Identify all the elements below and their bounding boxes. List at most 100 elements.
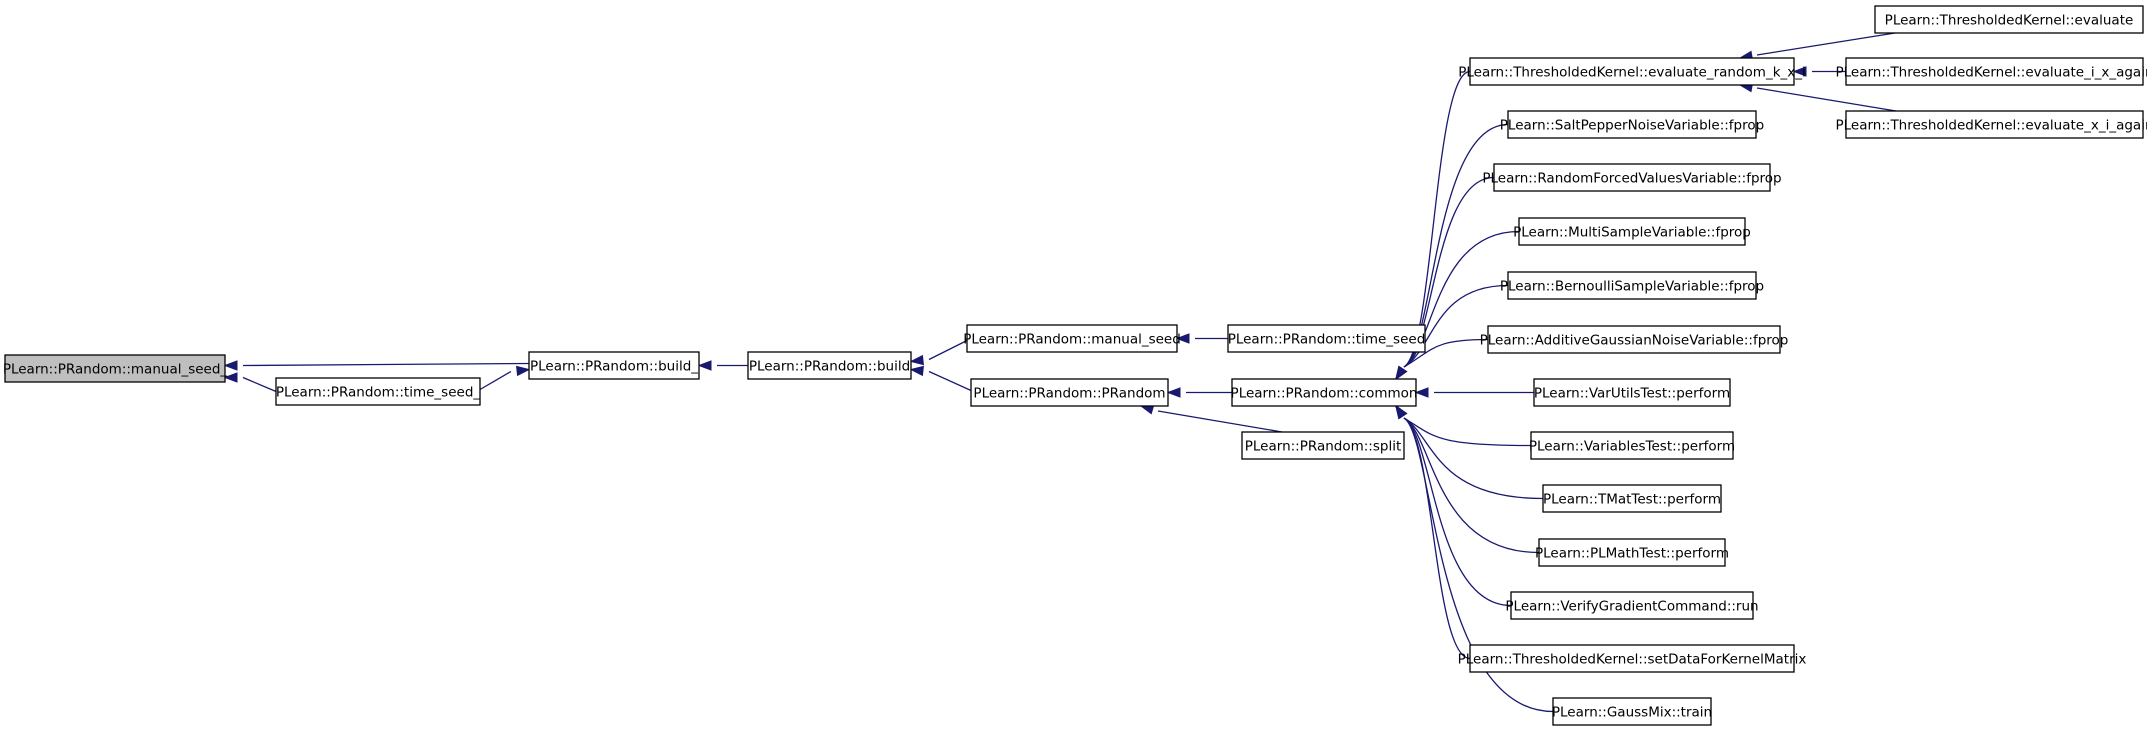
node-box[interactable]	[1530, 431, 1734, 460]
node-saltpepper[interactable]: PLearn::SaltPepperNoiseVariable::fprop	[1500, 110, 1764, 139]
node-common[interactable]: PLearn::PRandom::common	[1231, 378, 1418, 407]
edge-plmathtest-to-common	[1395, 404, 1540, 554]
edge-line	[1756, 32, 1896, 56]
node-label: PLearn::PRandom::build_	[530, 359, 698, 375]
node-randomforced[interactable]: PLearn::RandomForcedValuesVariable::fpro…	[1482, 163, 1782, 192]
node-label: PLearn::SaltPepperNoiseVariable::fprop	[1500, 118, 1764, 134]
node-label: PLearn::RandomForcedValuesVariable::fpro…	[1482, 171, 1781, 187]
edge-build-to-build_	[697, 360, 748, 371]
node-box[interactable]	[970, 378, 1169, 407]
node-label: PLearn::ThresholdedKernel::evaluate_i_x_…	[1835, 65, 2147, 81]
edge-gaussmix-to-common	[1395, 404, 1554, 713]
node-box[interactable]	[1874, 5, 2144, 34]
node-additivegauss[interactable]: PLearn::AdditiveGaussianNoiseVariable::f…	[1480, 325, 1789, 354]
node-box[interactable]	[1493, 163, 1771, 192]
arrowhead-icon	[697, 360, 712, 371]
node-box[interactable]	[1533, 378, 1731, 407]
node-label: PLearn::PRandom::manual_seed_	[3, 362, 228, 378]
node-manual-seed-[interactable]: PLearn::PRandom::manual_seed_	[3, 354, 228, 383]
node-label: PLearn::VariablesTest::perform	[1529, 439, 1735, 455]
node-box[interactable]	[1538, 538, 1726, 567]
node-varutils[interactable]: PLearn::VarUtilsTest::perform	[1533, 378, 1731, 407]
edge-line	[1403, 417, 1544, 500]
node-time-seed-[interactable]: PLearn::PRandom::time_seed_	[275, 377, 481, 406]
node-manual-seed[interactable]: PLearn::PRandom::manual_seed	[963, 324, 1181, 353]
edge-line	[928, 339, 968, 361]
node-label: PLearn::MultiSampleVariable::fprop	[1513, 225, 1751, 241]
arrowhead-icon	[1175, 333, 1190, 344]
node-box[interactable]	[1227, 324, 1426, 353]
node-PRandom[interactable]: PLearn::PRandom::PRandom	[970, 378, 1169, 407]
node-box[interactable]	[1845, 110, 2144, 139]
node-label: PLearn::ThresholdedKernel::evaluate_x_i_…	[1835, 118, 2147, 134]
node-evaluate[interactable]: PLearn::ThresholdedKernel::evaluate	[1874, 5, 2144, 34]
edge-line	[242, 362, 530, 367]
node-label: PLearn::PRandom::PRandom	[973, 386, 1165, 402]
node-box[interactable]	[1231, 378, 1417, 407]
node-box[interactable]	[1845, 57, 2144, 86]
node-box[interactable]	[528, 351, 700, 380]
edge-PRandom-to-build	[909, 365, 972, 392]
node-box[interactable]	[966, 324, 1178, 353]
node-box[interactable]	[1507, 271, 1757, 300]
node-box[interactable]	[1507, 110, 1757, 139]
arrowhead-icon	[223, 360, 238, 371]
node-plmathtest[interactable]: PLearn::PLMathTest::perform	[1535, 538, 1729, 567]
node-box[interactable]	[275, 377, 481, 406]
edge-varutils-to-common	[1414, 387, 1534, 398]
edge-line	[1403, 417, 1540, 554]
node-box[interactable]	[747, 351, 912, 380]
node-box[interactable]	[1518, 217, 1746, 246]
node-label: PLearn::PRandom::manual_seed	[963, 332, 1181, 348]
edge-evaluate-to-eval_random_k_x_i	[1738, 32, 1896, 61]
arrowhead-icon	[1395, 404, 1408, 420]
edge-split-to-PRandom	[1139, 404, 1283, 433]
node-label: PLearn::AdditiveGaussianNoiseVariable::f…	[1480, 333, 1789, 349]
arrowhead-icon	[515, 365, 531, 377]
node-verifygrad[interactable]: PLearn::VerifyGradientCommand::run	[1505, 591, 1759, 620]
node-label: PLearn::TMatTest::perform	[1543, 492, 1721, 508]
node-box[interactable]	[1510, 591, 1754, 620]
edge-line	[1403, 417, 1512, 607]
node-gaussmix[interactable]: PLearn::GaussMix::train	[1552, 697, 1712, 726]
node-bernoulli[interactable]: PLearn::BernoulliSampleVariable::fprop	[1500, 271, 1764, 300]
edge-time_seed_-to-manual_seed_	[223, 372, 277, 393]
node-eval-i-x-again[interactable]: PLearn::ThresholdedKernel::evaluate_i_x_…	[1835, 57, 2147, 86]
arrowhead-icon	[1792, 66, 1807, 77]
edge-line	[479, 370, 512, 391]
node-variablestest[interactable]: PLearn::VariablesTest::perform	[1529, 431, 1735, 460]
arrowhead-icon	[909, 365, 925, 377]
nodes-layer: PLearn::PRandom::manual_seed_PLearn::PRa…	[3, 5, 2147, 726]
node-build[interactable]: PLearn::PRandom::build	[747, 351, 912, 380]
edge-common-to-PRandom	[1166, 387, 1232, 398]
edge-line	[1403, 284, 1509, 368]
edge-line	[1403, 338, 1489, 368]
edge-verifygrad-to-common	[1395, 404, 1512, 607]
node-box[interactable]	[1469, 57, 1795, 86]
edge-line	[1403, 417, 1532, 447]
edge-time_seed-to-manual_seed	[1175, 333, 1228, 344]
node-box[interactable]	[1241, 431, 1405, 460]
node-box[interactable]	[1487, 325, 1781, 354]
arrowhead-icon	[1414, 387, 1429, 398]
edge-line	[928, 370, 972, 392]
node-eval-random-k-x-i[interactable]: PLearn::ThresholdedKernel::evaluate_rand…	[1458, 57, 1806, 86]
node-tmattest[interactable]: PLearn::TMatTest::perform	[1542, 484, 1722, 513]
node-box[interactable]	[1542, 484, 1722, 513]
edge-line	[1403, 230, 1520, 368]
node-box[interactable]	[1469, 644, 1795, 673]
edge-additivegauss-to-common	[1395, 338, 1489, 381]
node-multisample[interactable]: PLearn::MultiSampleVariable::fprop	[1513, 217, 1751, 246]
node-box[interactable]	[4, 354, 226, 383]
node-label: PLearn::GaussMix::train	[1552, 705, 1712, 721]
edge-line	[1403, 176, 1495, 368]
arrowhead-icon	[909, 354, 925, 366]
node-build-[interactable]: PLearn::PRandom::build_	[528, 351, 700, 380]
node-box[interactable]	[1552, 697, 1712, 726]
node-eval-x-i-again[interactable]: PLearn::ThresholdedKernel::evaluate_x_i_…	[1835, 110, 2147, 139]
node-setdata[interactable]: PLearn::ThresholdedKernel::setDataForKer…	[1458, 644, 1807, 673]
node-label: PLearn::PLMathTest::perform	[1535, 546, 1729, 562]
node-split[interactable]: PLearn::PRandom::split	[1241, 431, 1405, 460]
node-time-seed[interactable]: PLearn::PRandom::time_seed	[1227, 324, 1426, 353]
